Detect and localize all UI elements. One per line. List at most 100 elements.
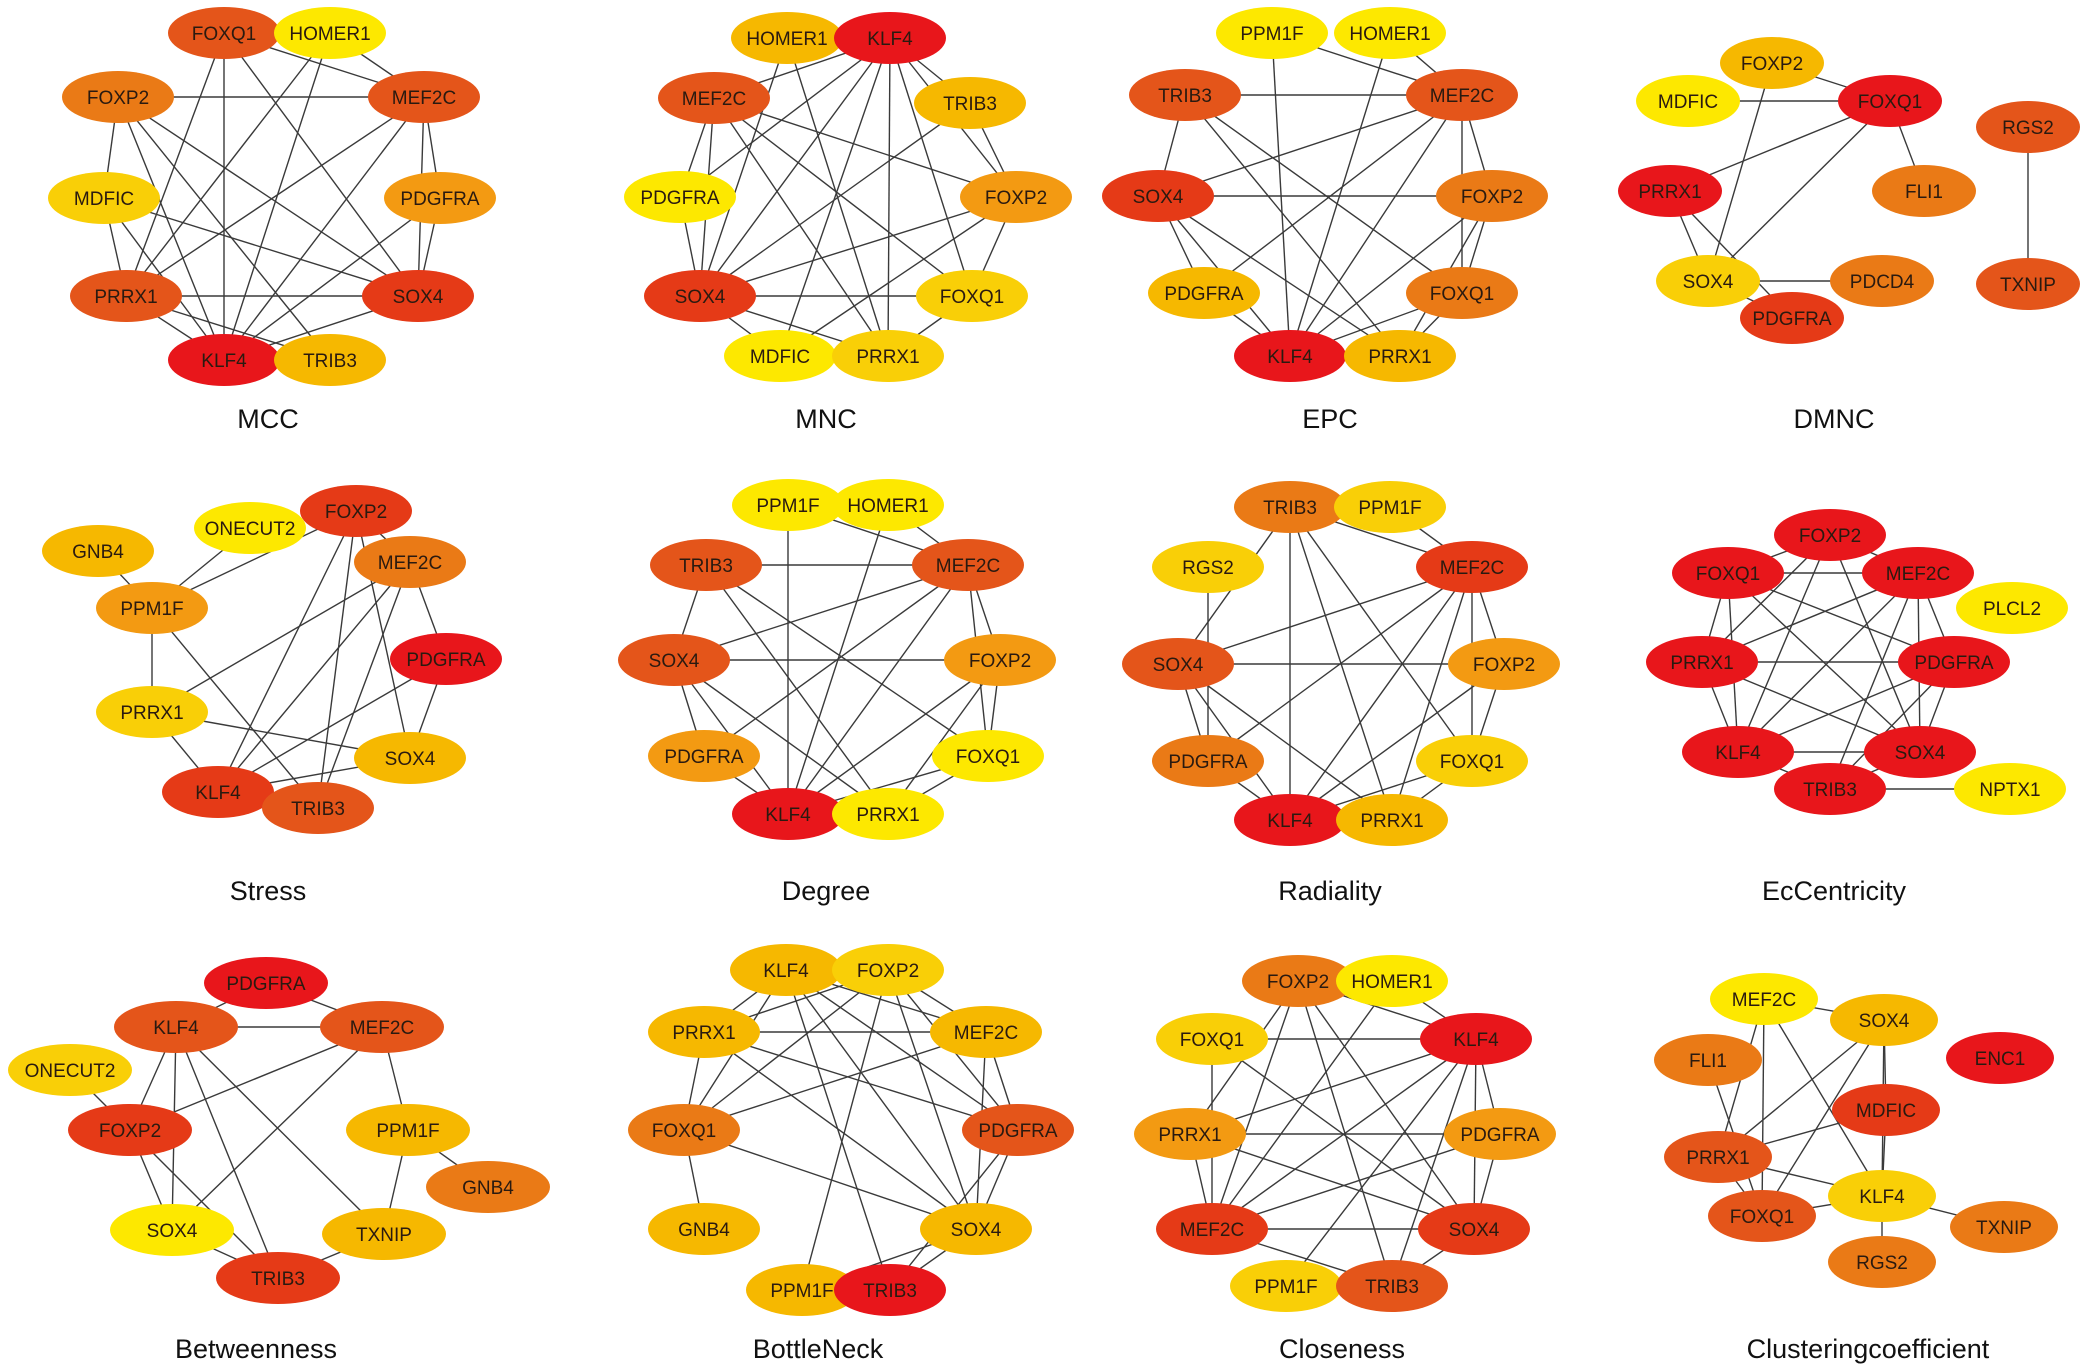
node-nptx1[interactable]: NPTX1 <box>1954 763 2066 815</box>
node-ppm1f[interactable]: PPM1F <box>1216 7 1328 59</box>
node-rgs2[interactable]: RGS2 <box>1976 101 2080 153</box>
node-enc1[interactable]: ENC1 <box>1946 1032 2054 1084</box>
node-trib3[interactable]: TRIB3 <box>650 539 762 591</box>
node-mef2c[interactable]: MEF2C <box>930 1006 1042 1058</box>
node-sox4[interactable]: SOX4 <box>920 1203 1032 1255</box>
node-sox4[interactable]: SOX4 <box>644 270 756 322</box>
node-prrx1[interactable]: PRRX1 <box>70 270 182 322</box>
node-txnip[interactable]: TXNIP <box>322 1208 446 1260</box>
node-mef2c[interactable]: MEF2C <box>1416 541 1528 593</box>
node-gnb4[interactable]: GNB4 <box>42 525 154 577</box>
node-mef2c[interactable]: MEF2C <box>320 1001 444 1053</box>
node-foxp2[interactable]: FOXP2 <box>832 944 944 996</box>
node-mef2c[interactable]: MEF2C <box>1710 973 1818 1025</box>
node-klf4[interactable]: KLF4 <box>168 334 280 386</box>
node-trib3[interactable]: TRIB3 <box>1774 763 1886 815</box>
node-homer1[interactable]: HOMER1 <box>731 12 843 64</box>
node-prrx1[interactable]: PRRX1 <box>1134 1108 1246 1160</box>
node-foxq1[interactable]: FOXQ1 <box>1406 267 1518 319</box>
node-klf4[interactable]: KLF4 <box>1682 726 1794 778</box>
node-pdgfra[interactable]: PDGFRA <box>204 957 328 1009</box>
node-foxp2[interactable]: FOXP2 <box>1242 955 1354 1007</box>
node-ppm1f[interactable]: PPM1F <box>1334 481 1446 533</box>
node-plcl2[interactable]: PLCL2 <box>1956 582 2068 634</box>
node-foxp2[interactable]: FOXP2 <box>1436 170 1548 222</box>
node-trib3[interactable]: TRIB3 <box>914 77 1026 129</box>
node-foxp2[interactable]: FOXP2 <box>1448 638 1560 690</box>
node-txnip[interactable]: TXNIP <box>1976 258 2080 310</box>
node-pdgfra[interactable]: PDGFRA <box>390 633 502 685</box>
node-prrx1[interactable]: PRRX1 <box>96 686 208 738</box>
node-trib3[interactable]: TRIB3 <box>262 782 374 834</box>
node-ppm1f[interactable]: PPM1F <box>732 479 844 531</box>
node-txnip[interactable]: TXNIP <box>1950 1201 2058 1253</box>
node-mdfic[interactable]: MDFIC <box>724 330 836 382</box>
node-mdfic[interactable]: MDFIC <box>1832 1084 1940 1136</box>
node-trib3[interactable]: TRIB3 <box>216 1252 340 1304</box>
node-klf4[interactable]: KLF4 <box>834 12 946 64</box>
node-sox4[interactable]: SOX4 <box>1102 170 1214 222</box>
node-homer1[interactable]: HOMER1 <box>274 7 386 59</box>
node-prrx1[interactable]: PRRX1 <box>648 1006 760 1058</box>
node-trib3[interactable]: TRIB3 <box>834 1264 946 1316</box>
node-trib3[interactable]: TRIB3 <box>274 334 386 386</box>
node-sox4[interactable]: SOX4 <box>618 634 730 686</box>
node-foxp2[interactable]: FOXP2 <box>1774 509 1886 561</box>
node-trib3[interactable]: TRIB3 <box>1129 69 1241 121</box>
node-sox4[interactable]: SOX4 <box>1122 638 1234 690</box>
node-pdgfra[interactable]: PDGFRA <box>624 171 736 223</box>
node-foxp2[interactable]: FOXP2 <box>68 1104 192 1156</box>
node-fli1[interactable]: FLI1 <box>1654 1034 1762 1086</box>
node-mef2c[interactable]: MEF2C <box>1156 1203 1268 1255</box>
node-klf4[interactable]: KLF4 <box>732 788 844 840</box>
node-homer1[interactable]: HOMER1 <box>1334 7 1446 59</box>
node-pdgfra[interactable]: PDGFRA <box>1148 267 1260 319</box>
node-prrx1[interactable]: PRRX1 <box>832 788 944 840</box>
node-foxq1[interactable]: FOXQ1 <box>1838 75 1942 127</box>
node-mef2c[interactable]: MEF2C <box>368 71 480 123</box>
node-klf4[interactable]: KLF4 <box>1828 1170 1936 1222</box>
node-sox4[interactable]: SOX4 <box>1418 1203 1530 1255</box>
node-foxp2[interactable]: FOXP2 <box>944 634 1056 686</box>
node-klf4[interactable]: KLF4 <box>114 1001 238 1053</box>
node-foxq1[interactable]: FOXQ1 <box>1672 547 1784 599</box>
node-sox4[interactable]: SOX4 <box>110 1204 234 1256</box>
node-sox4[interactable]: SOX4 <box>1864 726 1976 778</box>
node-gnb4[interactable]: GNB4 <box>648 1203 760 1255</box>
node-foxq1[interactable]: FOXQ1 <box>1416 735 1528 787</box>
node-pdgfra[interactable]: PDGFRA <box>1740 292 1844 344</box>
node-mdfic[interactable]: MDFIC <box>1636 75 1740 127</box>
node-pdgfra[interactable]: PDGFRA <box>648 730 760 782</box>
node-fli1[interactable]: FLI1 <box>1872 165 1976 217</box>
node-pdgfra[interactable]: PDGFRA <box>1898 636 2010 688</box>
node-ppm1f[interactable]: PPM1F <box>1230 1260 1342 1312</box>
node-mef2c[interactable]: MEF2C <box>1406 69 1518 121</box>
node-sox4[interactable]: SOX4 <box>354 732 466 784</box>
node-homer1[interactable]: HOMER1 <box>832 479 944 531</box>
node-pdcd4[interactable]: PDCD4 <box>1830 255 1934 307</box>
node-klf4[interactable]: KLF4 <box>1234 794 1346 846</box>
node-ppm1f[interactable]: PPM1F <box>746 1264 858 1316</box>
node-mef2c[interactable]: MEF2C <box>912 539 1024 591</box>
node-mef2c[interactable]: MEF2C <box>354 536 466 588</box>
node-pdgfra[interactable]: PDGFRA <box>1444 1108 1556 1160</box>
node-rgs2[interactable]: RGS2 <box>1828 1236 1936 1288</box>
node-foxq1[interactable]: FOXQ1 <box>916 270 1028 322</box>
node-foxp2[interactable]: FOXP2 <box>62 71 174 123</box>
node-sox4[interactable]: SOX4 <box>1830 994 1938 1046</box>
node-prrx1[interactable]: PRRX1 <box>1646 636 1758 688</box>
node-prrx1[interactable]: PRRX1 <box>832 330 944 382</box>
node-klf4[interactable]: KLF4 <box>1234 330 1346 382</box>
node-rgs2[interactable]: RGS2 <box>1152 541 1264 593</box>
node-prrx1[interactable]: PRRX1 <box>1344 330 1456 382</box>
node-foxp2[interactable]: FOXP2 <box>300 485 412 537</box>
node-pdgfra[interactable]: PDGFRA <box>962 1104 1074 1156</box>
node-gnb4[interactable]: GNB4 <box>426 1161 550 1213</box>
node-mef2c[interactable]: MEF2C <box>1862 547 1974 599</box>
node-foxq1[interactable]: FOXQ1 <box>628 1104 740 1156</box>
node-mdfic[interactable]: MDFIC <box>48 172 160 224</box>
node-klf4[interactable]: KLF4 <box>1420 1013 1532 1065</box>
node-homer1[interactable]: HOMER1 <box>1336 955 1448 1007</box>
node-foxq1[interactable]: FOXQ1 <box>168 7 280 59</box>
node-prrx1[interactable]: PRRX1 <box>1618 165 1722 217</box>
